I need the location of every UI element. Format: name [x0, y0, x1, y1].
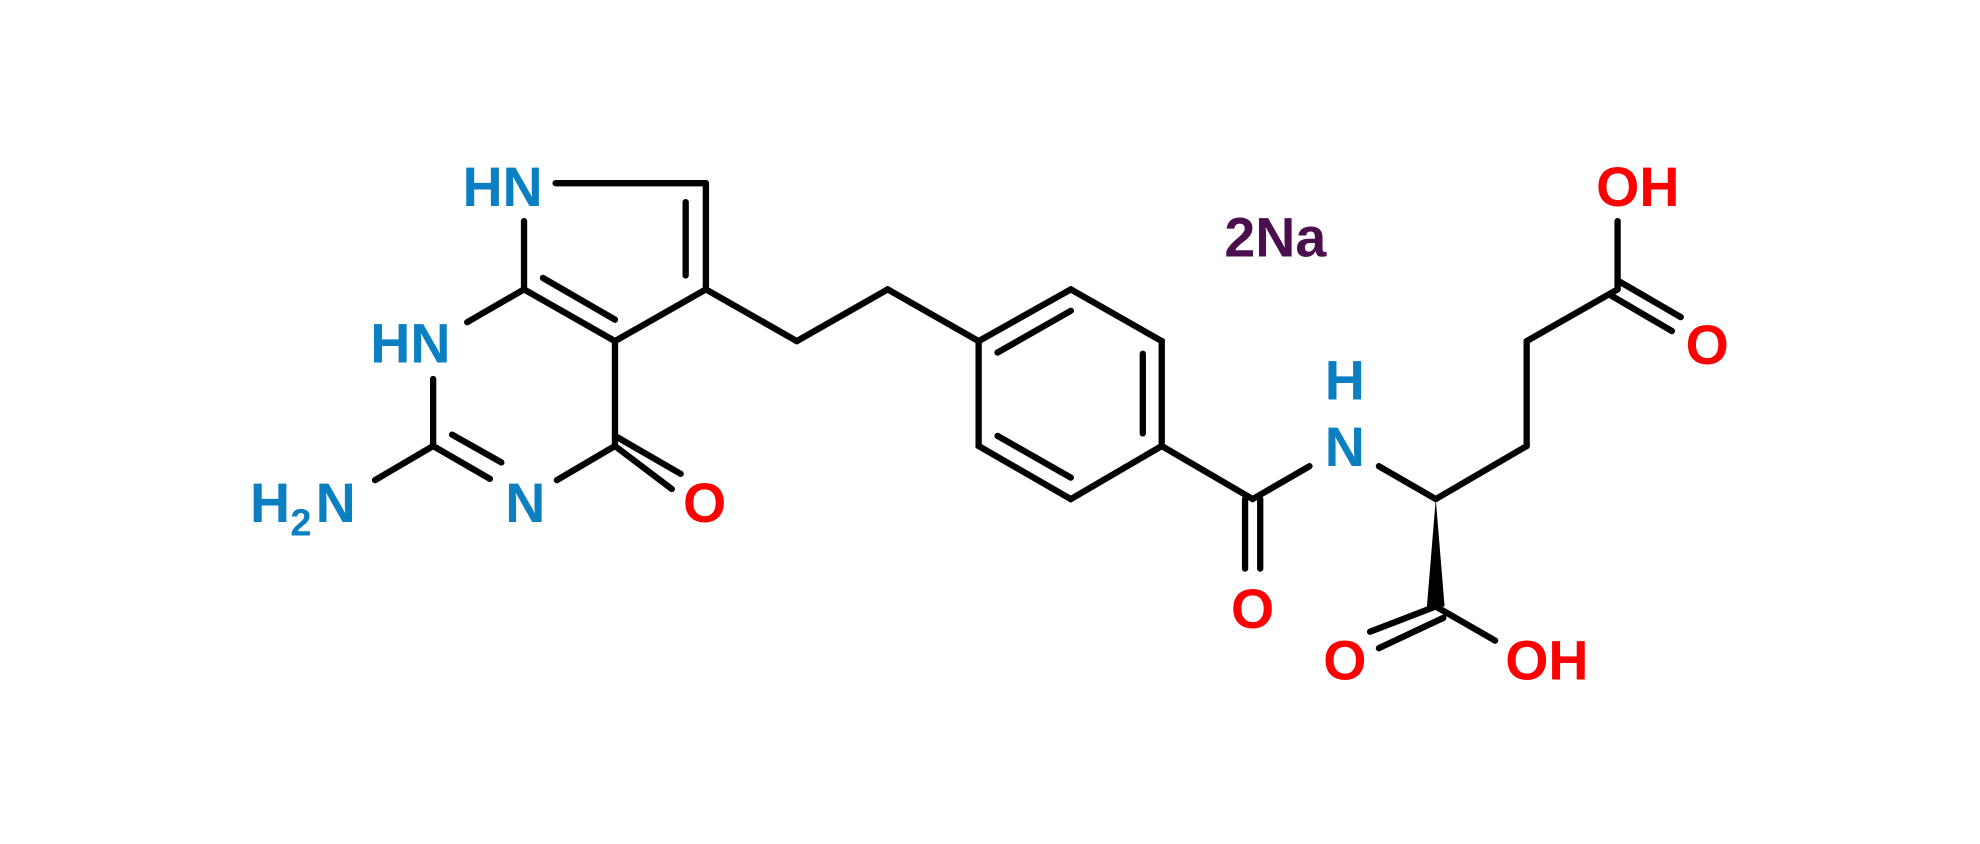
- atom-o4: O: [683, 472, 726, 534]
- atom-n3: N: [505, 472, 545, 534]
- atom-amide-o: O: [1231, 578, 1274, 640]
- atom-side-o: O: [1686, 314, 1729, 376]
- counterion-label: 2Na: [1224, 206, 1327, 268]
- atom-n7: HN: [462, 156, 542, 218]
- atom-nh2-n: N: [316, 472, 356, 534]
- atom-nh2-h: H: [250, 472, 290, 534]
- atom-amide-h: H: [1325, 349, 1365, 411]
- bonds: [371, 180, 1684, 652]
- atom-n1: HN: [370, 313, 450, 375]
- atom-side-oh: OH: [1596, 156, 1679, 218]
- wedge-bond: [1426, 499, 1445, 607]
- atom-nh2-subscript: 2: [290, 503, 311, 545]
- atom-alpha-oh: OH: [1505, 630, 1588, 692]
- atom-amide-n: N: [1325, 416, 1365, 478]
- atom-alpha-o: O: [1323, 630, 1366, 692]
